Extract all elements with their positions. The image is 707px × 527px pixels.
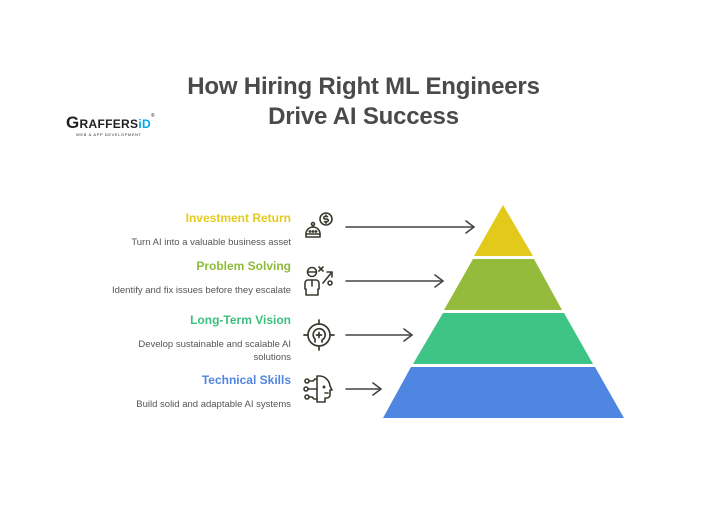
ai-head-circuit-icon <box>303 375 333 403</box>
logo-wordmark: GRAFFERSiD® <box>66 113 155 132</box>
desc-technical-skills: Build solid and adaptable AI systems <box>136 399 291 410</box>
label-technical-skills: Technical Skills <box>201 373 291 387</box>
arrow-long-term-vision <box>345 328 413 342</box>
title-line-2: Drive AI Success <box>268 103 459 130</box>
pyramid-layer-long-term-vision <box>413 313 593 364</box>
pyramid-layer-technical-skills <box>383 367 624 418</box>
logo-tagline: WEB & APP DEVELOPMENT <box>76 132 142 137</box>
desc-long-term-vision: Develop sustainable and scalable AI solu… <box>138 339 291 363</box>
desc-investment-return: Turn AI into a valuable business asset <box>131 237 291 248</box>
label-long-term-vision: Long-Term Vision <box>190 313 291 327</box>
label-investment-return: Investment Return <box>185 211 291 225</box>
label-problem-solving: Problem Solving <box>196 259 291 273</box>
arrow-investment-return <box>345 220 475 234</box>
desc-problem-solving: Identify and fix issues before they esca… <box>111 285 291 296</box>
title-line-1: How Hiring Right ML Engineers <box>187 73 540 100</box>
diagram-title: How Hiring Right ML Engineers Drive AI S… <box>0 72 707 132</box>
arrow-problem-solving <box>345 274 444 288</box>
person-strategy-icon <box>304 266 333 296</box>
target-head-icon <box>303 319 335 351</box>
pyramid-layer-problem-solving <box>444 259 562 310</box>
arrow-technical-skills <box>345 382 382 396</box>
graffersid-logo: GRAFFERSiD® WEB & APP DEVELOPMENT <box>66 113 166 139</box>
pyramid-layer-investment-return <box>474 205 533 256</box>
robot-dollar-icon <box>305 212 333 238</box>
